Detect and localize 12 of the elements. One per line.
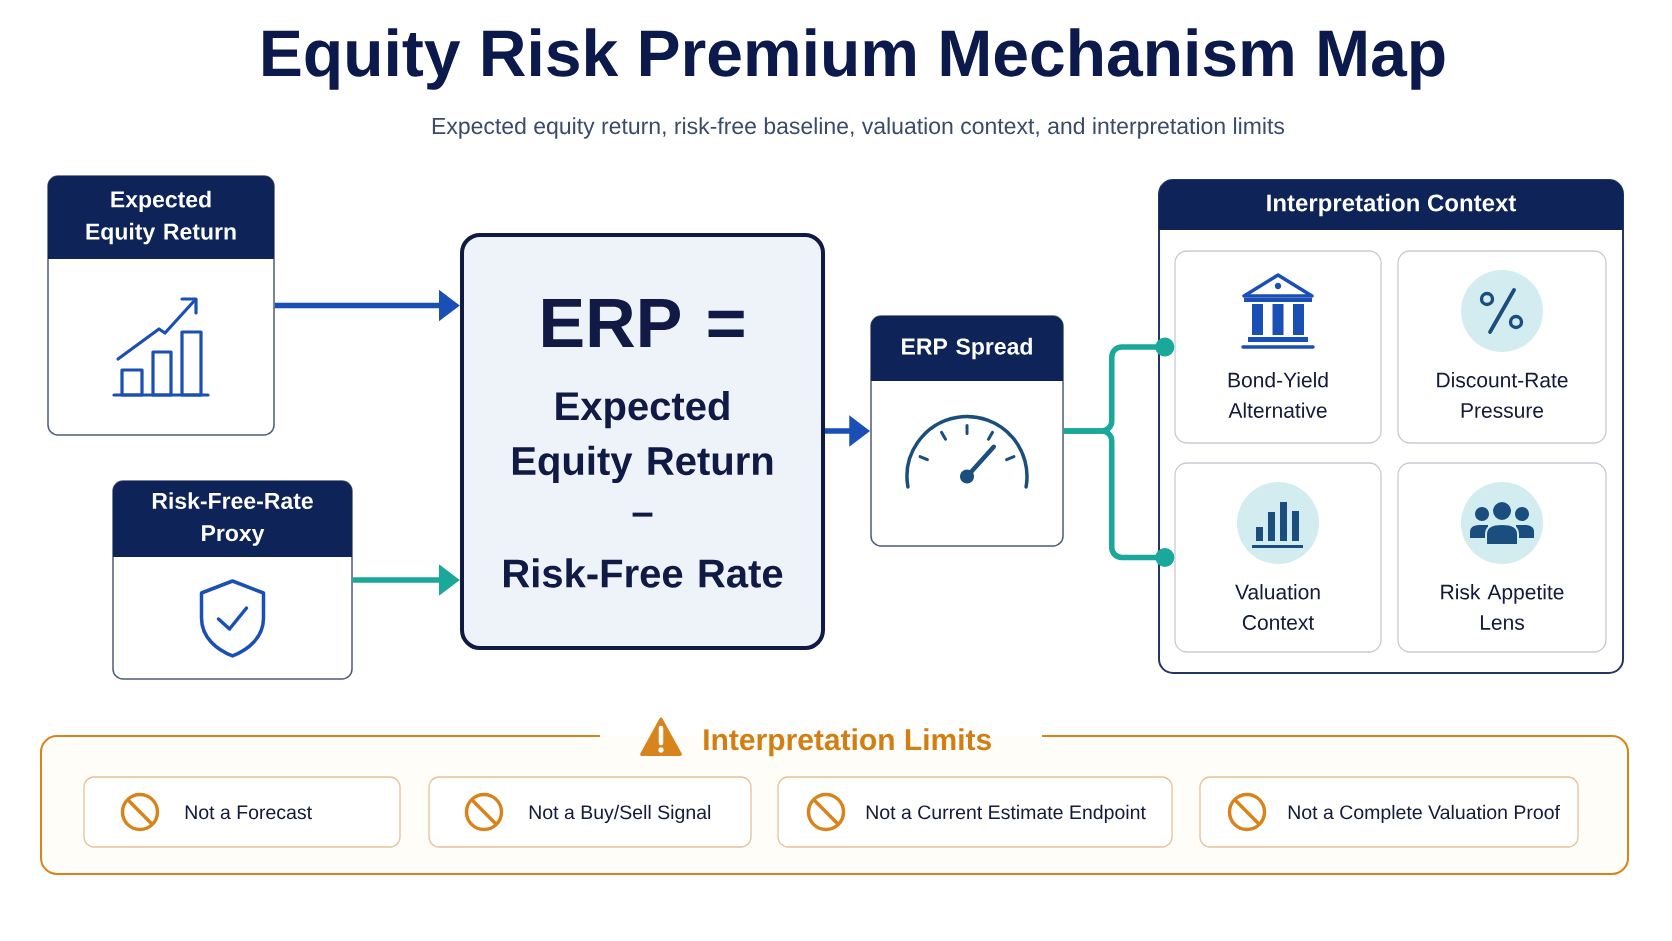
limit-box: Not a Current Estimate Endpoint: [777, 776, 1173, 848]
limit-box: Not a Buy/Sell Signal: [428, 776, 752, 848]
card: ERP Spread: [870, 315, 1064, 547]
limit-box: Not a Complete Valuation Proof: [1199, 776, 1579, 848]
subtitle: Expected equity return, risk-free baseline, valuation context, and interpretation limits: [432, 117, 1285, 139]
limit-box: Not a Forecast: [83, 776, 401, 848]
title: Equity Risk Premium Mechanism Map: [263, 28, 1445, 90]
card: Risk-Free-Rate Proxy: [112, 480, 353, 680]
card: Expected Equity Return: [47, 175, 275, 436]
connector-line: [1063, 428, 1175, 567]
formula-box: ERP = Expected Equity Return – Risk-Free Rate: [460, 233, 825, 650]
context-card: Bond-Yield Alternative: [1174, 250, 1382, 444]
